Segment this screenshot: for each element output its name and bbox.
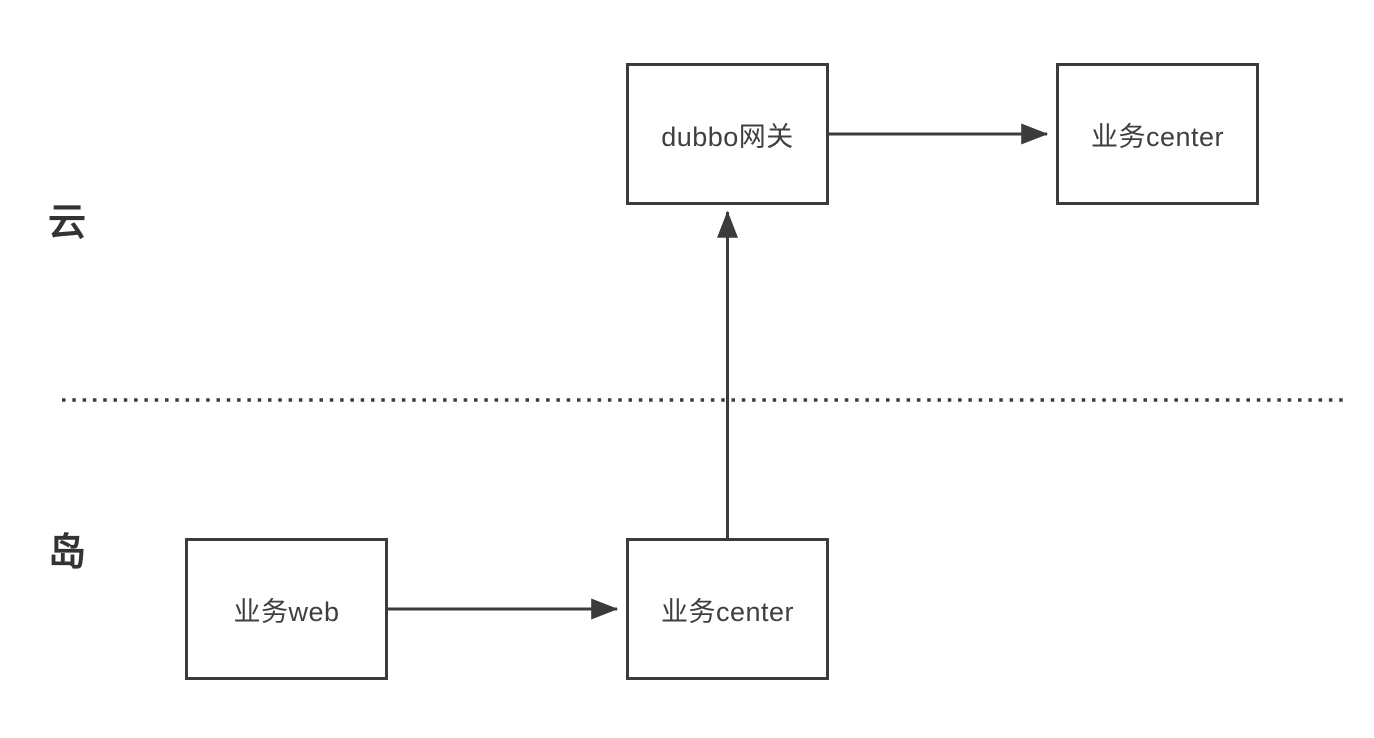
node-biz-center-cloud-label: 业务center xyxy=(1090,121,1225,152)
node-biz-center-island-label: 业务center xyxy=(660,596,795,627)
node-biz-center-island: 业务center xyxy=(626,538,829,680)
zone-label-island: 岛 xyxy=(48,532,87,574)
node-dubbo-gateway-label: dubbo网关 xyxy=(661,121,794,152)
node-dubbo-gateway: dubbo网关 xyxy=(626,63,829,205)
node-biz-web-label: 业务web xyxy=(233,596,340,627)
node-biz-center-cloud: 业务center xyxy=(1056,63,1259,205)
node-biz-web: 业务web xyxy=(185,538,388,680)
zone-label-cloud: 云 xyxy=(48,202,87,244)
